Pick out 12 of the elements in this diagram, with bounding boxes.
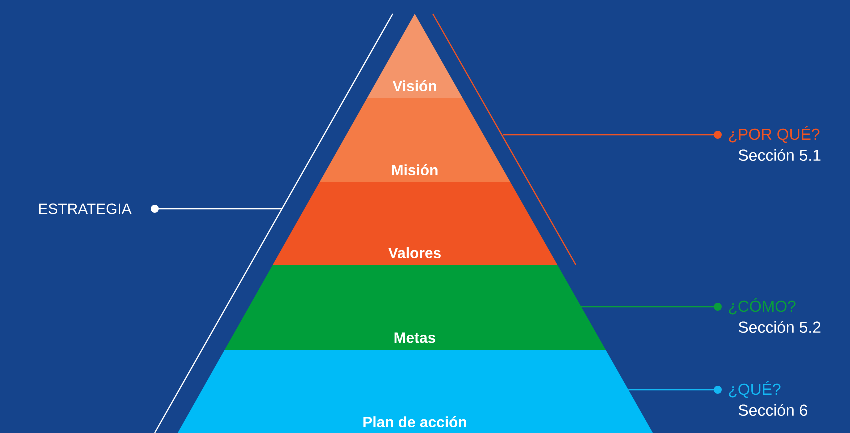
- leader-line: [628, 386, 722, 394]
- strategy-label: ESTRATEGIA: [39, 204, 132, 214]
- pyramid-band: Misión: [320, 98, 510, 182]
- pyramid-band: Visión: [368, 14, 463, 98]
- pyramid-band: Metas: [224, 265, 606, 350]
- question-label: ¿CÓMO? Sección 5.2: [729, 298, 821, 334]
- pyramid-band: Valores: [273, 182, 558, 265]
- leader-line: [503, 131, 722, 139]
- question-label: ¿QUÉ? Sección 6: [729, 381, 808, 416]
- leader-line: [581, 303, 722, 311]
- question-label: ¿POR QUÉ? Sección 5.1: [729, 126, 821, 162]
- leader-line: [151, 205, 282, 213]
